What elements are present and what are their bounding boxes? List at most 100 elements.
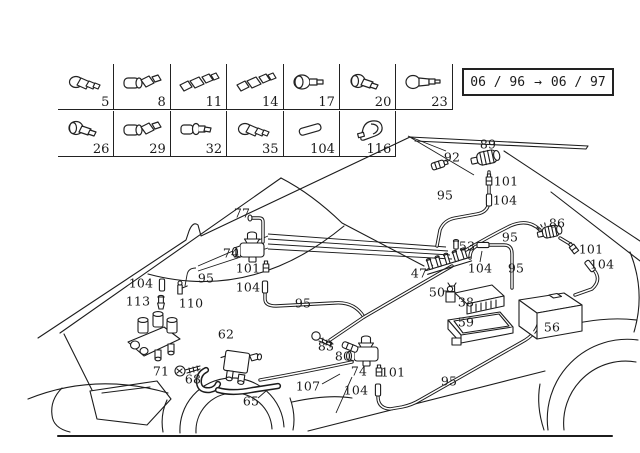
part-label-104-manifold: 104 bbox=[467, 260, 493, 276]
bolt-83 bbox=[312, 332, 333, 347]
sleeve-104-front bbox=[262, 281, 267, 293]
part-label-104-front: 104 bbox=[235, 279, 261, 295]
part-label-56: 56 bbox=[543, 319, 561, 335]
part-icon-clip bbox=[356, 119, 383, 141]
part-label-68: 68 bbox=[184, 371, 202, 387]
part-number: 32 bbox=[205, 141, 223, 157]
part-label-89: 89 bbox=[479, 136, 497, 152]
part-icon-sleeve bbox=[298, 122, 322, 136]
door-actuator-rear bbox=[347, 336, 379, 366]
part-cell-116: 116 bbox=[340, 110, 397, 157]
components bbox=[128, 148, 596, 396]
part-label-80: 80 bbox=[334, 348, 352, 364]
sleeve-104-right bbox=[584, 260, 595, 273]
part-label-74-front: 74 bbox=[222, 245, 240, 261]
manifold-47 bbox=[423, 247, 471, 275]
part-number: 5 bbox=[101, 95, 110, 110]
part-number: 29 bbox=[149, 141, 166, 157]
part-label-86: 86 bbox=[548, 215, 566, 231]
part-label-113: 113 bbox=[125, 293, 151, 309]
part-label-92: 92 bbox=[443, 149, 461, 165]
part-label-107: 107 bbox=[295, 378, 321, 394]
part-cell-29: 29 bbox=[114, 110, 171, 157]
connector-101-mid bbox=[486, 174, 492, 185]
sleeve-104-mid bbox=[486, 194, 491, 206]
part-cell-35: 35 bbox=[227, 110, 284, 157]
model-year-range-box: 06 / 96 → 06 / 97 bbox=[462, 68, 614, 96]
grommet-92 bbox=[431, 159, 449, 171]
part-cell-32: 32 bbox=[171, 110, 228, 157]
fitting-113 bbox=[158, 295, 165, 309]
part-label-71: 71 bbox=[152, 363, 170, 379]
part-label-62: 62 bbox=[217, 326, 235, 342]
part-label-101-rear: 101 bbox=[380, 364, 406, 380]
part-label-104-left: 104 bbox=[128, 275, 154, 291]
part-label-95-deck: 95 bbox=[501, 229, 519, 245]
arrow-right-icon: → bbox=[534, 74, 542, 90]
part-label-110: 110 bbox=[178, 295, 204, 311]
part-icon-plug-elbow bbox=[350, 73, 379, 90]
part-label-95-trunk: 95 bbox=[507, 260, 525, 276]
parts-grid-row2: 26 29 32 35 104 116 bbox=[58, 110, 397, 157]
part-label-95-cowl: 95 bbox=[197, 270, 215, 286]
part-number: 20 bbox=[374, 95, 392, 110]
part-number: 14 bbox=[262, 95, 279, 110]
part-number: 8 bbox=[157, 95, 166, 110]
part-icon-elbow bbox=[68, 75, 101, 90]
part-icon-plug-elbow bbox=[68, 120, 97, 137]
part-label-95-rear: 95 bbox=[440, 373, 458, 389]
part-cell-17: 17 bbox=[284, 64, 340, 109]
fitting-110 bbox=[178, 281, 187, 294]
part-number: 104 bbox=[310, 141, 335, 157]
part-label-50: 50 bbox=[428, 284, 446, 300]
date-from: 06 / 96 bbox=[470, 74, 526, 90]
part-label-47: 47 bbox=[410, 265, 428, 281]
sleeve-104-left bbox=[159, 279, 164, 291]
part-label-101-right: 101 bbox=[578, 241, 604, 257]
part-cell-8: 8 bbox=[114, 64, 171, 110]
connector-89 bbox=[470, 148, 501, 167]
part-icon-inline bbox=[236, 72, 277, 92]
part-icon-barrel-elbow bbox=[123, 120, 162, 136]
connector-101-right bbox=[567, 242, 578, 254]
part-cell-104: 104 bbox=[284, 110, 340, 157]
part-icon-inline bbox=[179, 72, 221, 92]
part-cell-11: 11 bbox=[171, 64, 228, 110]
door-actuator-front bbox=[233, 232, 265, 262]
part-number: 23 bbox=[431, 95, 448, 110]
part-label-101-mid: 101 bbox=[493, 173, 519, 189]
part-icon-valve bbox=[180, 122, 213, 135]
connector-86 bbox=[536, 220, 563, 240]
part-icon-plug-straight bbox=[405, 74, 441, 90]
part-label-104-rear: 104 bbox=[343, 382, 369, 398]
car-outline bbox=[28, 136, 640, 436]
part-label-104-right: 104 bbox=[589, 256, 615, 272]
part-label-104-mid: 104 bbox=[492, 192, 518, 208]
sleeve-80 bbox=[341, 341, 358, 353]
relay-38 bbox=[446, 285, 504, 314]
part-label-77: 77 bbox=[233, 205, 251, 221]
date-to: 06 / 97 bbox=[550, 74, 606, 90]
box-56 bbox=[519, 293, 582, 339]
tray-59 bbox=[448, 312, 513, 345]
sleeve-104-rear bbox=[375, 384, 380, 396]
part-number: 35 bbox=[262, 141, 279, 157]
part-label-38: 38 bbox=[457, 294, 475, 310]
part-label-53: 53 bbox=[458, 238, 476, 254]
part-number: 11 bbox=[205, 95, 223, 110]
part-number: 26 bbox=[92, 141, 110, 157]
parts-grid-row1: 5 8 11 14 17 20 23 bbox=[58, 64, 453, 110]
vacuum-pump-block bbox=[128, 312, 180, 361]
part-label-95-mid: 95 bbox=[436, 187, 454, 203]
part-icon-plug bbox=[293, 74, 324, 90]
fitting-53 bbox=[453, 240, 458, 253]
part-cell-5: 5 bbox=[58, 64, 115, 110]
part-label-74-rear: 74 bbox=[350, 363, 368, 379]
part-label-101-front: 101 bbox=[235, 260, 261, 276]
solenoid-valve-62 bbox=[218, 349, 262, 387]
part-number: 116 bbox=[366, 141, 392, 157]
part-cell-14: 14 bbox=[227, 64, 284, 110]
part-cell-26: 26 bbox=[58, 110, 115, 157]
part-number: 17 bbox=[318, 95, 335, 110]
